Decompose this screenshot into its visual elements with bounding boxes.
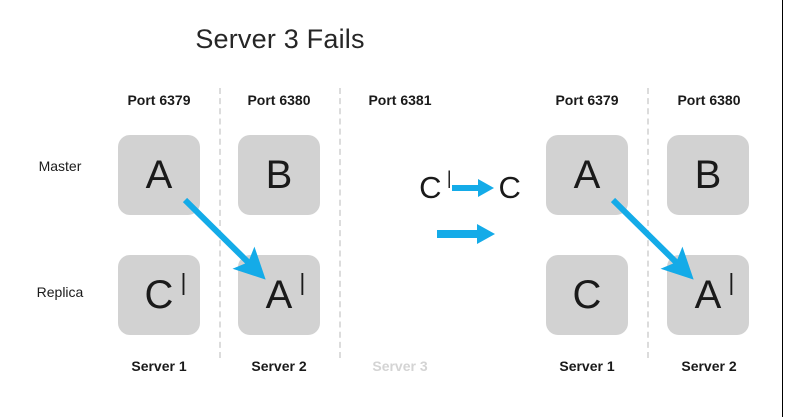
- node-glyph: B: [265, 153, 293, 197]
- node-glyph: A |: [265, 269, 306, 317]
- prime-mark: |: [175, 269, 187, 295]
- port-label-right-col2: Port 6380: [677, 92, 741, 108]
- node-left-replica-server2[interactable]: A |: [238, 255, 320, 335]
- port-label-left-col3: Port 6381: [368, 92, 432, 108]
- server-label-left-col1: Server 1: [131, 358, 187, 374]
- node-glyph: A: [145, 153, 173, 197]
- row-label-master: Master: [38, 158, 82, 174]
- node-glyph: B: [694, 153, 722, 197]
- port-label-left-col2: Port 6380: [247, 92, 311, 108]
- node-right-master-server1[interactable]: A: [546, 135, 628, 215]
- legend-to-glyph: C: [498, 170, 521, 205]
- right-arrow-icon: [451, 178, 494, 197]
- right-arrow-icon: [437, 224, 495, 244]
- prime-mark: |: [443, 168, 452, 188]
- port-label-right-col1: Port 6379: [555, 92, 619, 108]
- node-right-master-server2[interactable]: B: [667, 135, 749, 215]
- row-label-replica: Replica: [36, 284, 84, 300]
- page-title: Server 3 Fails: [195, 24, 365, 54]
- node-right-replica-server1[interactable]: C: [546, 255, 628, 335]
- server-label-left-col3: Server 3: [372, 358, 428, 374]
- node-glyph: A |: [694, 269, 735, 317]
- server-label-right-col1: Server 1: [559, 358, 615, 374]
- node-left-master-server2[interactable]: B: [238, 135, 320, 215]
- divider-right-1: [647, 88, 649, 358]
- node-glyph: C: [572, 273, 602, 317]
- server-label-left-col2: Server 2: [251, 358, 307, 374]
- node-left-replica-server1[interactable]: C |: [118, 255, 200, 335]
- node-left-master-server1[interactable]: A: [118, 135, 200, 215]
- divider-left-2: [339, 88, 341, 358]
- node-glyph: A: [573, 153, 601, 197]
- legend-promotion-row: C | C: [415, 168, 525, 205]
- node-right-replica-server2[interactable]: A |: [667, 255, 749, 335]
- legend-from-glyph: C |: [419, 168, 452, 205]
- slide-edge-rule: [782, 0, 783, 417]
- prime-mark: |: [723, 269, 735, 295]
- prime-mark: |: [294, 269, 306, 295]
- divider-left-1: [219, 88, 221, 358]
- legend-promotion: C | C: [415, 168, 525, 205]
- legend-replication-arrow: [437, 222, 497, 251]
- node-glyph: C |: [144, 269, 187, 317]
- server-label-right-col2: Server 2: [681, 358, 737, 374]
- port-label-left-col1: Port 6379: [127, 92, 191, 108]
